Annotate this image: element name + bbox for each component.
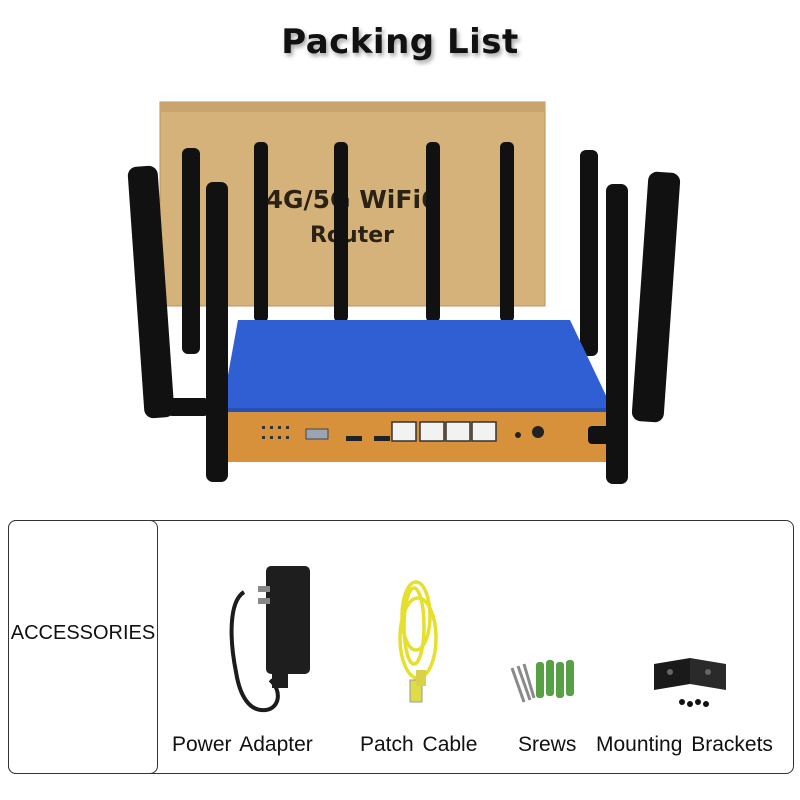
item-label-mounting-brackets: Mounting Brackets bbox=[596, 733, 773, 756]
item-label-power-adapter: Power Adapter bbox=[172, 733, 313, 756]
antennas-back bbox=[182, 142, 598, 356]
screws-image bbox=[510, 660, 574, 703]
page-title: Packing List bbox=[281, 22, 519, 62]
antennas-front bbox=[127, 165, 681, 484]
router-top bbox=[222, 320, 612, 408]
box-text-line2: Router bbox=[310, 223, 394, 248]
box-text-line1: 4G/5G WiFi6 bbox=[266, 185, 439, 214]
router-product-photo: 4G/5G WiFi6 Router bbox=[127, 101, 681, 484]
mounting-brackets-image bbox=[654, 658, 726, 707]
patch-cable-image bbox=[398, 580, 438, 703]
ethernet-ports bbox=[391, 421, 497, 442]
accessories-label-box bbox=[8, 520, 158, 774]
usb-port bbox=[305, 428, 329, 440]
accessories-label: ACCESSORIES bbox=[10, 622, 156, 644]
item-label-screws: Srews bbox=[518, 733, 577, 756]
item-label-patch-cable: Patch Cable bbox=[360, 733, 478, 756]
power-adapter-image bbox=[229, 566, 310, 713]
